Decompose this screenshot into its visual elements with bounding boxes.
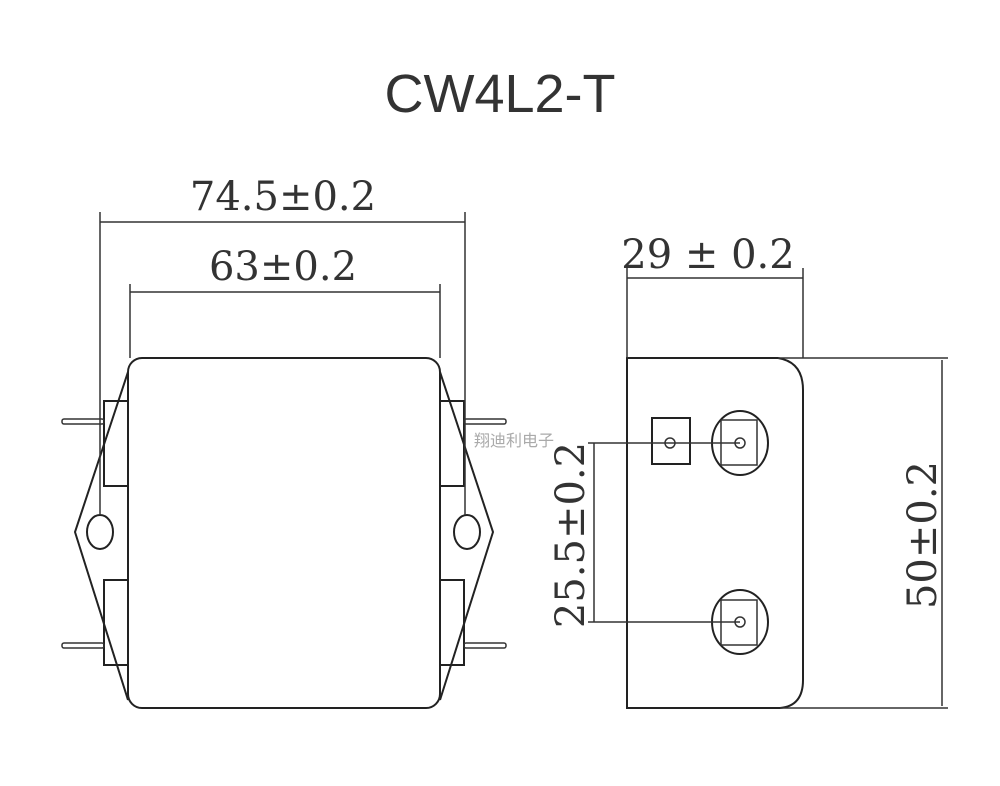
right-top-pin <box>463 418 507 425</box>
left-bottom-tab <box>103 579 129 666</box>
left-top-pin <box>61 418 105 425</box>
depth-label: 29 ± 0.2 <box>621 232 794 278</box>
watermark: 翔迪利电子 <box>474 431 554 450</box>
right-mount-hole <box>453 514 481 550</box>
overall-width-label: 74.5±0.2 <box>190 174 376 220</box>
ground-terminal <box>651 417 691 465</box>
side-view: 29 ± 0.2 50±0.2 25.5±0.2 <box>548 232 948 709</box>
right-bottom-pin <box>463 642 507 649</box>
right-bottom-tab <box>439 579 465 666</box>
height-label: 50±0.2 <box>900 461 946 609</box>
left-mount-hole <box>86 514 114 550</box>
left-bottom-pin <box>61 642 105 649</box>
right-top-tab <box>439 400 465 487</box>
side-body <box>626 357 804 709</box>
right-flange <box>439 371 495 701</box>
mount-width-label: 63±0.2 <box>209 244 357 290</box>
left-flange <box>73 371 129 701</box>
left-top-tab <box>103 400 129 487</box>
terminal-spacing-label: 25.5±0.2 <box>548 442 594 628</box>
filter-body <box>127 357 441 709</box>
front-view: 74.5±0.2 63±0.2 <box>61 174 507 709</box>
drawing-title: CW4L2-T <box>384 64 615 124</box>
